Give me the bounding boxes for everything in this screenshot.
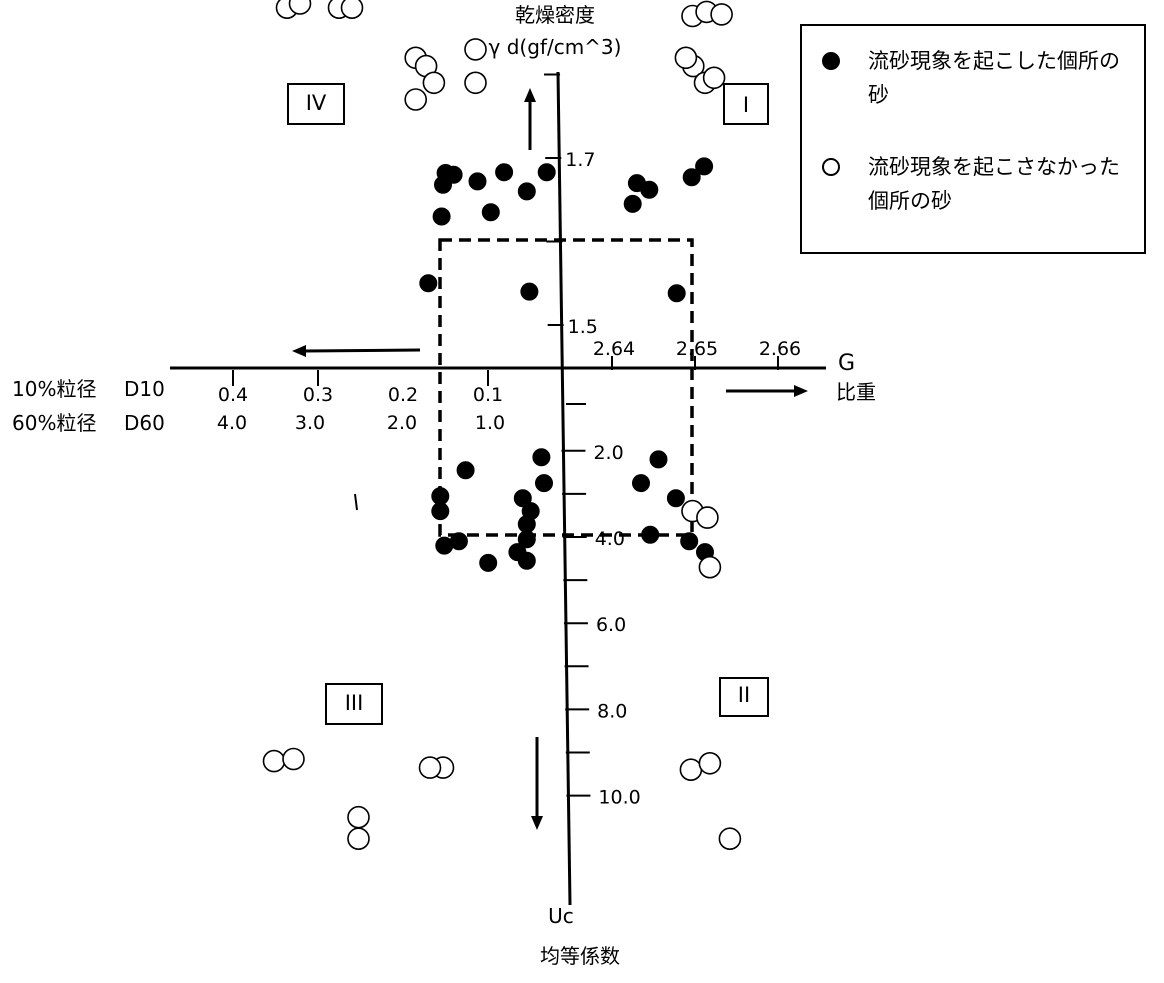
point-no-quicksand <box>404 88 428 111</box>
point-quicksand <box>419 274 438 293</box>
point-no-quicksand <box>674 46 698 70</box>
point-quicksand <box>666 489 685 508</box>
stray-mark <box>354 493 358 511</box>
uc-tick-label: 10.0 <box>598 787 640 809</box>
d10-tick-label: 0.1 <box>473 384 503 406</box>
point-no-quicksand <box>347 827 370 851</box>
point-no-quicksand <box>464 38 487 61</box>
density-tick-label: 1.9 <box>563 0 593 4</box>
quadrant-i-box <box>723 83 769 125</box>
legend-label-filled: 流砂現象を起こした個所の砂 <box>868 49 1120 107</box>
quadrant-label-ii: II <box>738 683 750 707</box>
uc-tick-label: 2.0 <box>593 442 623 464</box>
point-quicksand <box>517 530 536 549</box>
point-quicksand <box>432 207 451 226</box>
point-quicksand <box>468 172 487 191</box>
point-quicksand <box>623 194 642 213</box>
point-no-quicksand <box>718 827 742 851</box>
point-no-quicksand <box>710 3 733 26</box>
point-quicksand <box>495 163 514 182</box>
vertical-axis <box>556 71 572 906</box>
point-quicksand <box>632 474 650 493</box>
density-tick-label: 1.5 <box>568 316 598 338</box>
point-no-quicksand <box>340 0 364 19</box>
g-axis-title: G <box>838 351 855 376</box>
density-tick-label: 1.7 <box>565 149 595 171</box>
d60-tick-label: 3.0 <box>295 412 325 434</box>
point-no-quicksand <box>702 66 726 90</box>
uc-tick-label: 8.0 <box>597 700 627 722</box>
d60-tick-label: 2.0 <box>387 412 417 434</box>
point-no-quicksand <box>679 758 703 782</box>
point-no-quicksand <box>698 555 722 579</box>
data-points <box>262 0 742 851</box>
density-axis-title: 乾燥密度 <box>515 3 595 27</box>
point-quicksand <box>517 515 536 534</box>
quadrant-ii-box <box>719 677 769 717</box>
point-no-quicksand <box>418 756 442 779</box>
d10-axis-code: D10 <box>124 377 165 401</box>
point-quicksand <box>537 163 556 182</box>
uc-axis-title: Uc <box>548 904 574 928</box>
point-quicksand <box>649 450 668 469</box>
point-no-quicksand <box>698 751 722 775</box>
point-quicksand <box>435 536 454 555</box>
d60-tick-label: 4.0 <box>217 412 247 434</box>
point-quicksand <box>479 553 498 572</box>
point-quicksand <box>434 175 452 194</box>
g-tick-label: 2.65 <box>676 338 718 360</box>
point-quicksand <box>431 502 450 521</box>
direction-arrows <box>292 88 808 830</box>
point-quicksand <box>517 551 536 570</box>
uc-tick-label: 4.0 <box>595 528 625 550</box>
point-no-quicksand <box>696 506 719 529</box>
point-quicksand <box>520 282 539 301</box>
point-no-quicksand <box>282 747 305 771</box>
legend: 流砂現象を起こした個所の砂 流砂現象を起こさなかった個所の砂 <box>800 24 1146 254</box>
d10-tick-label: 0.2 <box>388 384 418 406</box>
point-quicksand <box>667 284 686 303</box>
d60-axis-label: 60%粒径 <box>12 411 96 435</box>
g-tick-label: 2.66 <box>759 338 801 360</box>
d60-axis-code: D60 <box>124 411 165 435</box>
point-quicksand <box>535 474 553 493</box>
point-quicksand <box>680 532 699 551</box>
legend-label-open: 流砂現象を起こさなかった個所の砂 <box>868 155 1120 213</box>
dashed-region <box>438 238 694 537</box>
point-quicksand <box>513 489 532 508</box>
point-quicksand <box>456 461 475 480</box>
point-quicksand <box>682 168 701 187</box>
point-quicksand <box>431 487 450 506</box>
uc-axis-subtitle: 均等係数 <box>540 944 620 968</box>
point-no-quicksand <box>262 749 286 773</box>
quadrant-label-iii: III <box>345 691 364 715</box>
point-quicksand <box>640 180 659 199</box>
g-tick-label: 2.64 <box>593 338 635 360</box>
point-no-quicksand <box>464 71 487 95</box>
point-no-quicksand <box>288 0 312 15</box>
d10-axis-label: 10%粒径 <box>12 377 96 401</box>
point-quicksand <box>695 157 714 176</box>
legend-marker-filled <box>822 52 840 70</box>
point-no-quicksand <box>422 71 446 95</box>
quadrant-iii-box <box>325 683 383 725</box>
quadrant-label-i: I <box>743 93 749 117</box>
point-quicksand <box>532 448 551 467</box>
quadrant-iv-box <box>287 83 345 125</box>
point-no-quicksand <box>347 805 370 829</box>
point-quicksand <box>641 525 660 544</box>
d60-tick-label: 1.0 <box>475 412 505 434</box>
g-axis-subtitle: 比重 <box>836 380 876 404</box>
point-quicksand <box>517 182 536 201</box>
density-axis-subtitle: γ d(gf/cm^3) <box>489 35 622 59</box>
quadrant-label-iv: IV <box>306 91 327 115</box>
axis-ticks <box>232 73 779 797</box>
uc-tick-label: 6.0 <box>596 614 626 636</box>
d10-tick-label: 0.3 <box>303 384 333 406</box>
d10-tick-label: 0.4 <box>218 384 248 406</box>
axis-labels: 乾燥密度 γ d(gf/cm^3) 1.9 1.7 1.5G 比重 2.64 2.65 2.66… <box>12 0 876 968</box>
point-quicksand <box>481 203 500 222</box>
legend-marker-open <box>822 158 840 176</box>
